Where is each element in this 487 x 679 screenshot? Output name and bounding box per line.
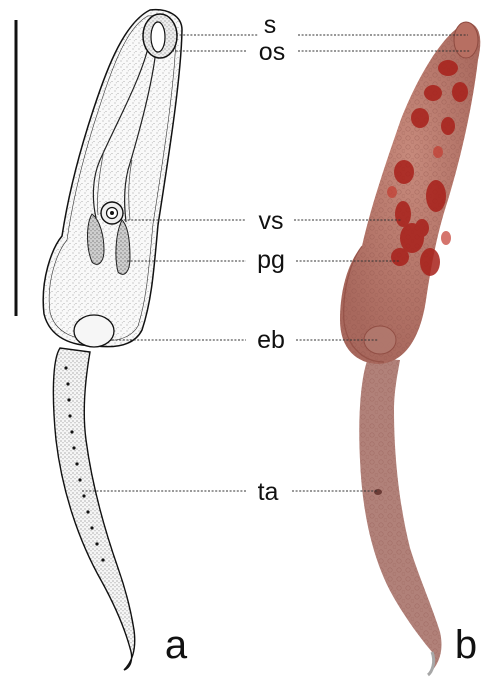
oral-sucker-b — [454, 22, 478, 58]
label-os: os — [259, 38, 285, 66]
photo-specimen-b — [340, 22, 480, 675]
label-pg: pg — [257, 246, 285, 274]
panel-label-b: b — [455, 623, 477, 667]
label-s: s — [264, 11, 277, 39]
ventral-sucker-a — [101, 202, 123, 224]
label-ta: ta — [258, 478, 279, 506]
excretory-bladder-a — [74, 315, 114, 347]
panel-label-a: a — [165, 623, 188, 667]
label-eb: eb — [257, 326, 285, 354]
oral-sucker-a — [143, 14, 177, 58]
label-vs: vs — [259, 207, 284, 235]
